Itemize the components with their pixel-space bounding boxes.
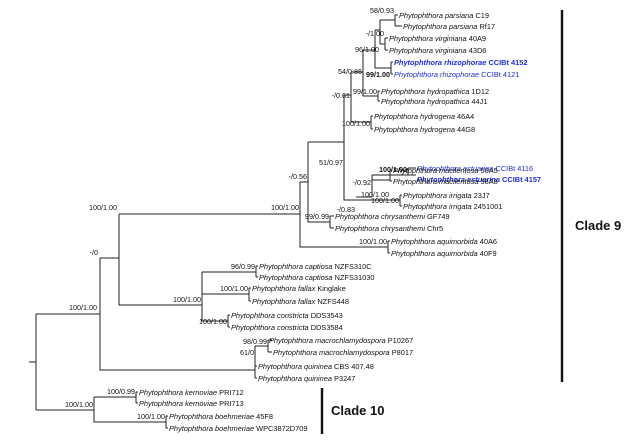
taxon-label: Phytophthora fallax Kinglake [252,284,346,293]
support-value: 99/1.00 [353,87,377,96]
support-value: 100/0.99 [107,387,135,396]
taxon-label: Phytophthora irrigata 2451001 [403,202,502,211]
support-value: 100/1.00 [65,400,93,409]
taxon-label: Phytophthora chrysanthemi GF749 [335,212,450,221]
branch [118,214,202,306]
taxon-label: Phytophthora macilentosa 58A8 [393,177,498,186]
taxon-label: Phytophthora macrochlamydospora P8017 [273,348,413,357]
taxon-label: Phytophthora aquimorbida 40A6 [391,237,497,246]
taxon-label: Phytophthora hydropathica 1D12 [381,87,489,96]
tree-branches [29,14,416,429]
support-value: 100/1.00 [379,165,407,174]
branch [399,194,402,207]
branch [350,72,371,123]
taxon-label: Phytophthora irrigata 23J7 [403,191,490,200]
branch [201,271,256,295]
support-value: 96/0.99 [231,262,255,271]
branch [254,346,257,379]
branch [307,142,330,223]
taxon-label-highlight: Phytophthora estuarina CCIBt 4157 [417,175,541,184]
taxon-label: Phytophthora boehmeriae WPC3872D709 [169,424,307,433]
branch [329,215,334,229]
support-value: -/0.61 [332,91,350,100]
branch [201,294,228,322]
taxon-label: Phytophthora macilentosa 58A5 [393,166,498,175]
taxon-label-highlight: Phytophthora estuarina CCIBt 4116 [417,164,533,173]
taxon-label: Phytophthora hydropathica 44J1 [381,97,487,106]
support-value: 100/1.00 [220,284,248,293]
branch [135,391,138,404]
taxon-label: Phytophthora captiosa NZFS31030 [259,273,374,282]
branch [99,258,255,371]
branch [165,415,168,429]
support-value: 98/0.99 [243,337,267,346]
taxon-label: Phytophthora hydrogena 46A4 [374,112,474,121]
branch [362,50,378,97]
branch [299,182,388,248]
branch [384,37,388,51]
support-values: 58/0.93 -/1.00 96/1.00 99/1.00 54/0.86 9… [65,6,407,421]
support-value: 58/0.93 [370,6,394,15]
taxon-label: Phytophthora aquimorbida 40F9 [391,249,497,258]
support-value: -/0.56 [289,172,307,181]
taxon-label: Phytophthora kernoviae PRI713 [139,399,244,408]
support-value: 100/1.00 [371,196,399,205]
branch [407,167,416,176]
support-value: -/1.00 [366,29,384,38]
support-value: 100/1.00 [361,190,389,199]
support-value: 99/1.00 [366,70,390,79]
taxon-label: Phytophthora virginiana 40A9 [389,34,486,43]
branch [248,287,251,302]
clade-label: Clade 10 [331,403,384,418]
branch [377,90,380,102]
taxon-label: Phytophthora boehmeriae 45F8 [169,412,273,421]
support-value: -/0.92 [353,178,371,187]
clade-9: Clade 9 [560,10,621,382]
taxon-label: Phytophthora constricta DDS3584 [231,323,343,332]
support-value: 51/0.97 [319,158,343,167]
taxon-label: Phytophthora quininea CBS 407.48 [258,362,374,371]
taxon-label: Phytophthora quininea P3247 [258,374,355,383]
taxon-label: Phytophthora parsiana C19 [399,11,489,20]
branch [343,95,356,201]
branch [379,19,395,45]
branch [374,30,391,69]
support-value: 100/1.00 [342,119,370,128]
taxon-label: Phytophthora constricta DDS3543 [231,311,343,320]
taxon-label: Phytophthora fallax NZFS448 [252,297,349,306]
branch [387,240,390,254]
support-value: 100/1.00 [199,317,227,326]
taxon-label: Phytophthora kernoviae PRI712 [139,388,244,397]
clade-label: Clade 9 [575,218,621,233]
support-value: -/0.83 [337,205,355,214]
taxon-label: Phytophthora virginiana 43D6 [389,46,486,55]
support-value: 100/1.00 [69,303,97,312]
taxon-label: Phytophthora macrochlamydospora P10267 [269,336,413,345]
support-value: 100/1.00 [271,203,299,212]
support-value: 96/1.00 [355,45,379,54]
support-value: 61/0 [240,348,254,357]
support-value: 100/1.00 [137,412,165,421]
branch [370,115,373,130]
branch [255,265,258,278]
support-value: 99/0.99 [305,212,329,221]
branch [227,314,230,328]
support-value: 100/1.00 [89,203,117,212]
taxon-label-highlight: Phytophthora rhizophorae CCIBt 4121 [394,70,519,79]
branch [93,397,166,423]
support-value: 100/1.00 [173,295,201,304]
taxon-label-highlight: Phytophthora rhizophorae CCIBt 4152 [394,58,527,67]
taxon-label: Phytophthora captiosa NZFS310C [259,262,372,271]
clade-10: Clade 10 [320,388,384,434]
taxon-label: Phytophthora hydrogena 44G8 [374,125,475,134]
support-value: 54/0.86 [338,67,362,76]
support-value: -/0 [90,248,98,257]
taxon-label: Phytophthora chrysanthemi Chr5 [335,224,443,233]
branch [390,61,393,75]
support-value: 100/1.00 [359,237,387,246]
tip-labels: Phytophthora parsiana C19 Phytophthora p… [139,11,541,433]
taxon-label: Phytophthora parsiana Rf17 [403,22,495,31]
